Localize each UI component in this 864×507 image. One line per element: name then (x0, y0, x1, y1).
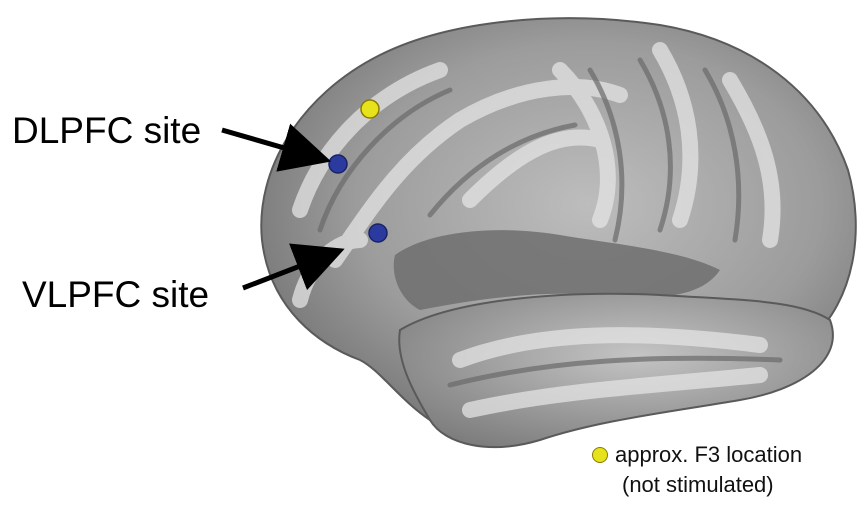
legend-note: (not stimulated) (592, 470, 802, 500)
dlpfc-site-marker (329, 155, 347, 173)
legend-f3-text: approx. F3 location (615, 440, 802, 470)
legend: approx. F3 location (not stimulated) (592, 440, 802, 500)
vlpfc-label: VLPFC site (22, 276, 209, 313)
dlpfc-label: DLPFC site (12, 112, 201, 149)
yellow-dot-icon (592, 447, 608, 463)
legend-row-f3: approx. F3 location (592, 440, 802, 470)
f3-location-marker (361, 100, 379, 118)
vlpfc-site-marker (369, 224, 387, 242)
temporal-lobe (399, 294, 833, 447)
